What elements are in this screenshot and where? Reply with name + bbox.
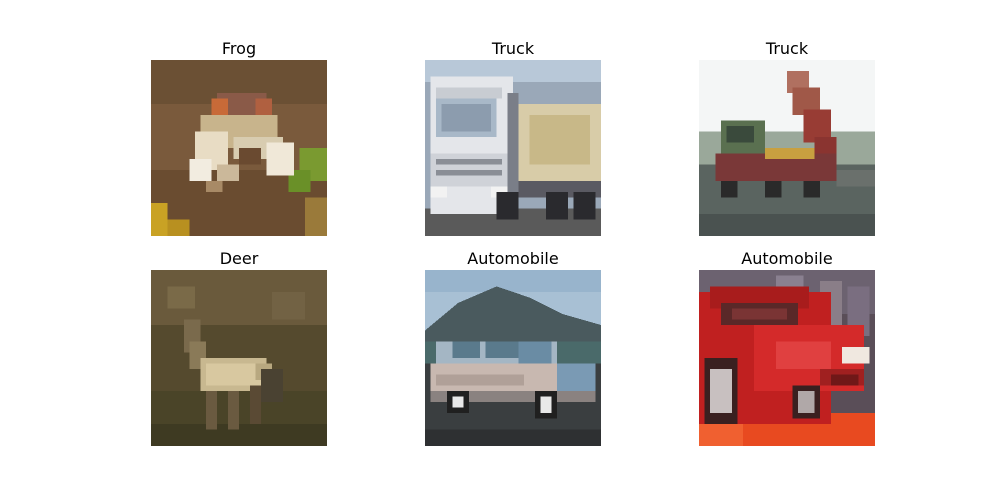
image-title: Truck <box>491 39 535 58</box>
image-title: Deer <box>219 249 259 268</box>
red-car-image <box>699 270 875 446</box>
white-truck-image <box>425 60 601 236</box>
dump-truck-image <box>699 60 875 236</box>
frog-image <box>151 60 327 236</box>
silver-car-image <box>425 270 601 446</box>
image-title: Automobile <box>467 249 559 268</box>
image-title: Automobile <box>741 249 833 268</box>
image-title: Truck <box>765 39 809 58</box>
image-title: Frog <box>221 39 257 58</box>
deer-image <box>151 270 327 446</box>
